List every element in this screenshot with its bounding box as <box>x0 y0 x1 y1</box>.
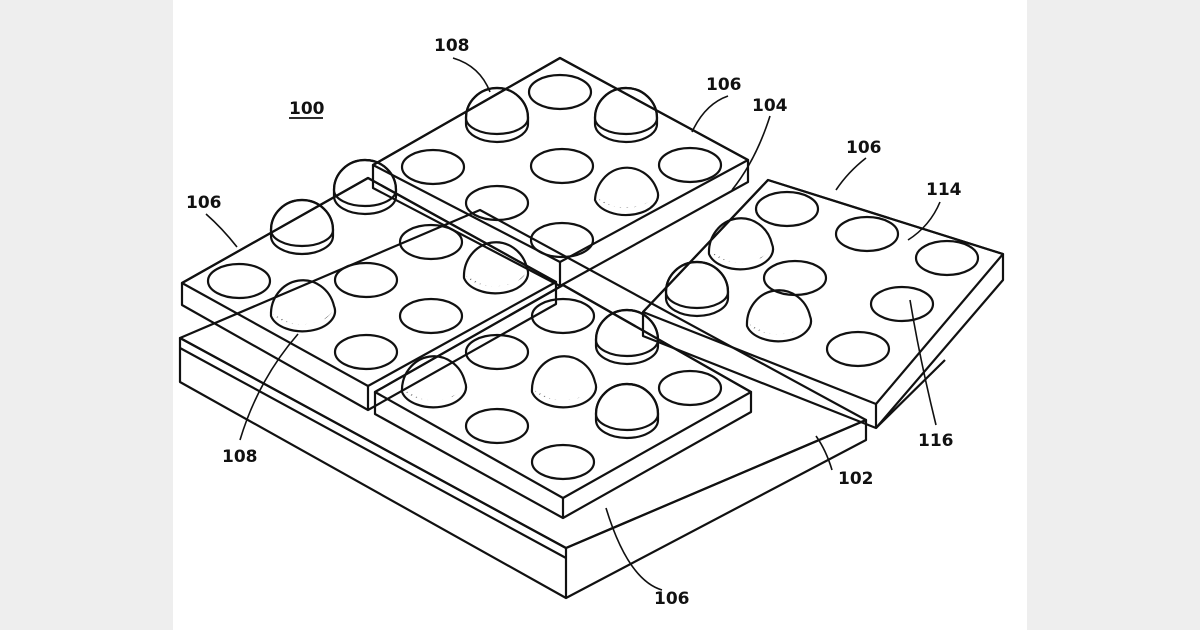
ref-label-100: 100 <box>289 99 325 119</box>
ref-label-106-bottom: 106 <box>654 589 690 609</box>
patent-drawing-sheet <box>173 0 1027 630</box>
ref-label-108-bottom: 108 <box>222 447 258 467</box>
ref-label-116: 116 <box>918 431 954 451</box>
ref-label-106-top: 106 <box>706 75 742 95</box>
studs-left <box>206 158 530 371</box>
studs-front <box>400 297 723 481</box>
studs-right <box>664 190 980 368</box>
base-board-102 <box>178 208 868 600</box>
module-left <box>180 158 558 412</box>
ref-label-102: 102 <box>838 469 874 489</box>
reference-labels: 100 108 106 104 106 114 106 116 102 108 … <box>186 36 962 609</box>
studs-back <box>400 73 723 259</box>
ref-label-114: 114 <box>926 180 962 200</box>
module-right-tilted <box>641 178 1005 430</box>
leader-lines <box>205 57 941 591</box>
ref-label-106-right: 106 <box>846 138 882 158</box>
ref-label-104: 104 <box>752 96 788 116</box>
ref-label-106-left: 106 <box>186 193 222 213</box>
module-front <box>373 283 753 520</box>
module-back <box>371 56 750 288</box>
ref-label-108-top: 108 <box>434 36 470 56</box>
